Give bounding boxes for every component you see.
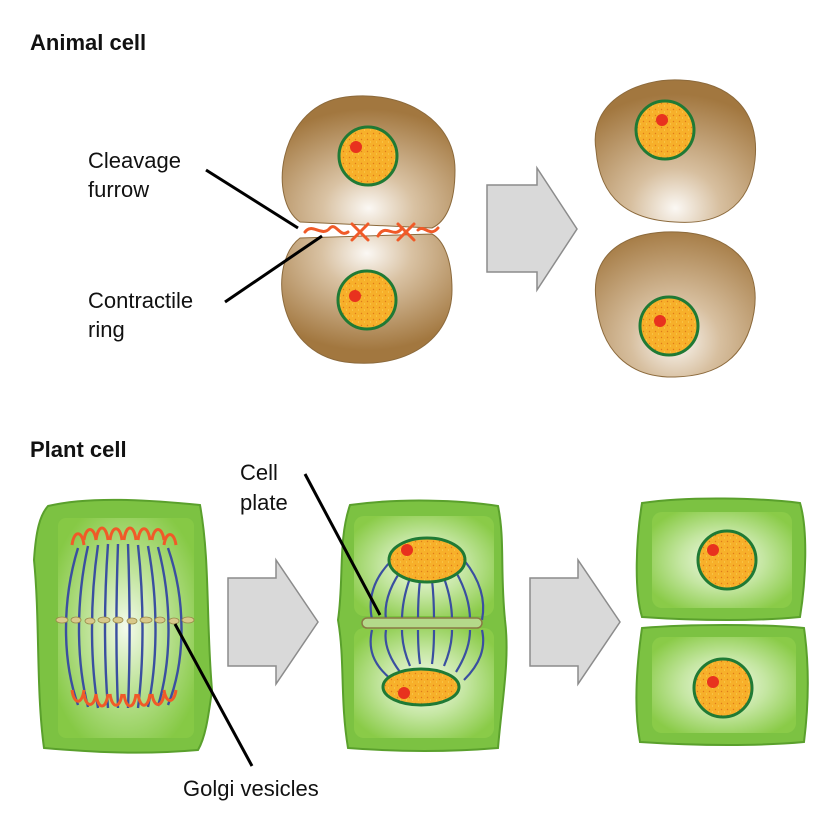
cleavage-furrow-label-line1: Cleavage	[88, 148, 181, 173]
spindle-fibers	[64, 543, 183, 709]
cleavage-furrow-pointer	[205, 168, 299, 230]
nucleolus	[654, 315, 666, 327]
vesicle-line	[55, 616, 195, 625]
golgi-vesicles-pointer	[173, 623, 254, 767]
animal-daughter-cell-bottom	[594, 231, 756, 378]
contractile-ring-label-line1: Contractile	[88, 288, 193, 313]
cell-plate	[361, 617, 483, 629]
golgi-vesicles-bottom	[70, 689, 178, 708]
cell-plate-label-line2: plate	[240, 490, 288, 515]
plant-cell-telophase	[336, 499, 508, 752]
plant-arrow-2	[529, 557, 621, 687]
plant-daughter-cell-bottom	[635, 624, 809, 746]
nucleolus	[349, 290, 361, 302]
animal-cell-title: Animal cell	[30, 30, 146, 55]
contractile-ring-pointer	[224, 234, 323, 304]
nucleolus	[707, 676, 719, 688]
nucleus-bottom	[336, 269, 398, 331]
golgi-vesicles-top	[70, 526, 178, 546]
nucleolus	[656, 114, 668, 126]
nucleus-top	[387, 536, 467, 584]
animal-arrow	[486, 165, 578, 293]
nucleolus	[707, 544, 719, 556]
cleavage-furrow-label-line2: furrow	[88, 177, 149, 202]
nucleolus	[398, 687, 410, 699]
cell-plate-label-line1: Cell	[240, 460, 278, 485]
animal-daughter-cell-top	[594, 79, 757, 223]
cell-plate-pointer	[303, 473, 382, 616]
plant-cell-title: Plant cell	[30, 437, 127, 462]
plant-cell-metaphase	[32, 498, 214, 754]
nucleus-top	[337, 125, 399, 187]
plant-daughter-cell-top	[635, 497, 807, 621]
animal-dividing-cell	[281, 95, 456, 364]
nucleus-bottom	[381, 667, 461, 707]
plant-arrow-1	[227, 557, 319, 687]
contractile-ring	[303, 222, 440, 242]
nucleolus	[350, 141, 362, 153]
golgi-vesicles-label: Golgi vesicles	[183, 776, 319, 801]
nucleolus	[401, 544, 413, 556]
contractile-ring-label-line2: ring	[88, 317, 125, 342]
